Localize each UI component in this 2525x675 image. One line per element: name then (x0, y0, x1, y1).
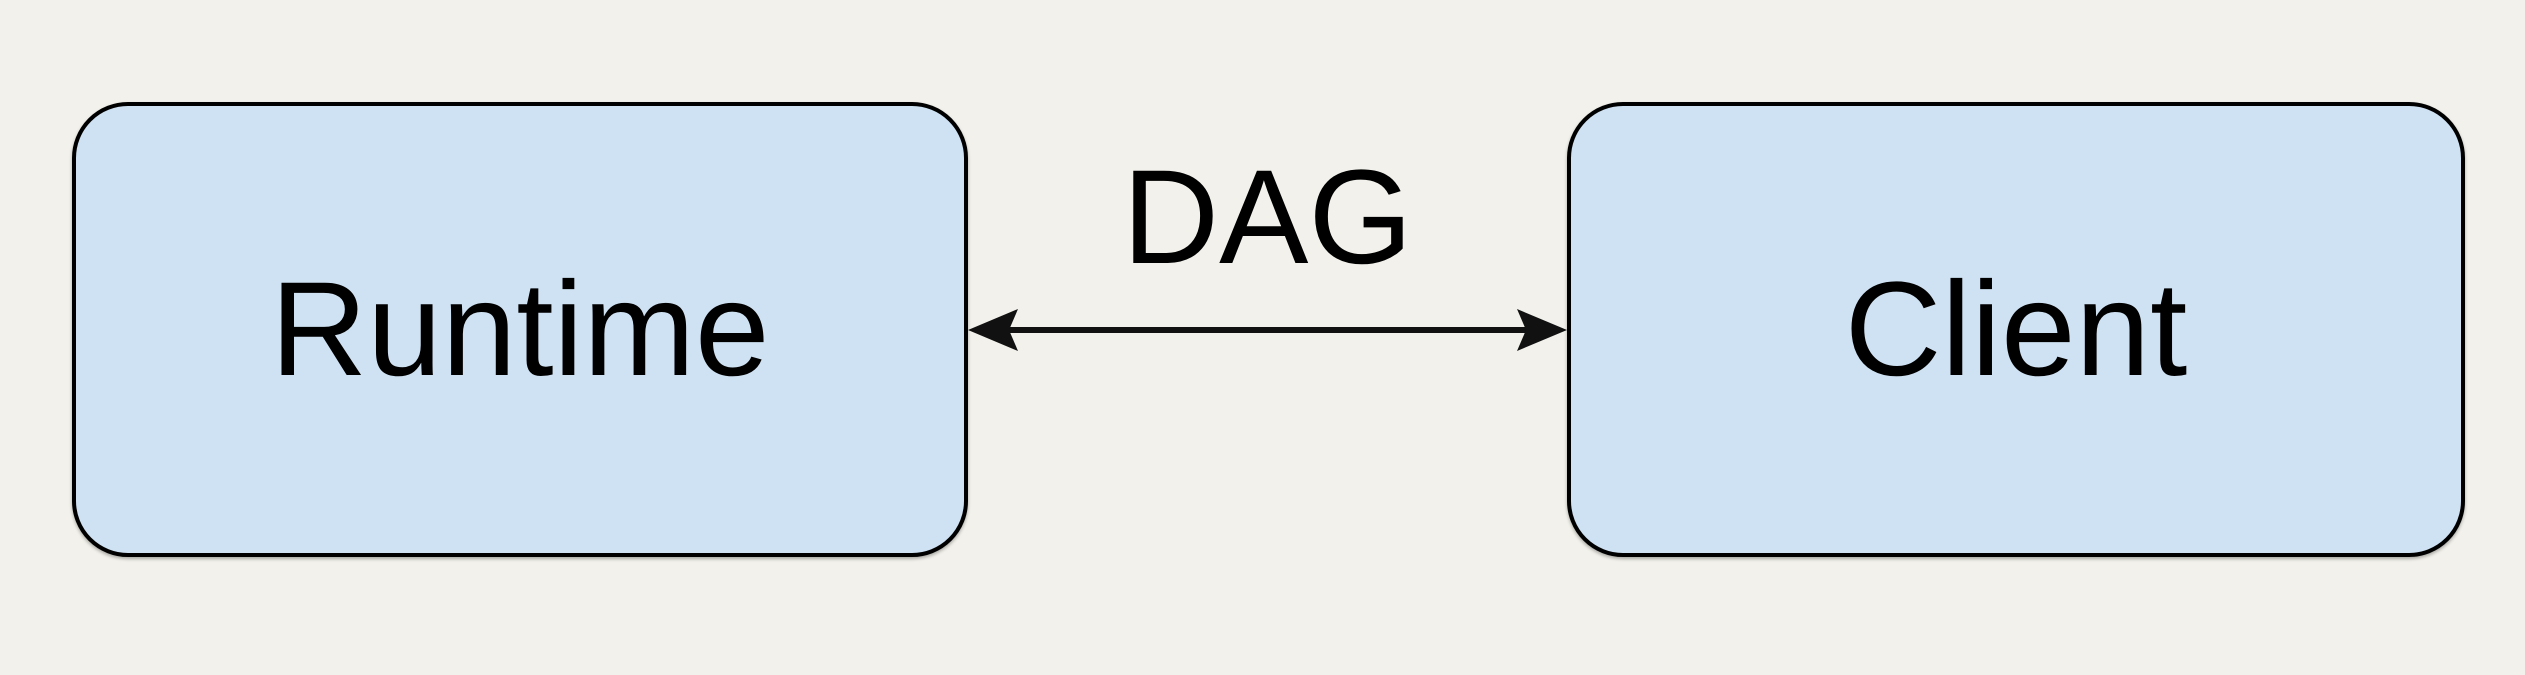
dag-edge-label: DAG (1122, 143, 1413, 292)
runtime-node-label: Runtime (270, 254, 770, 404)
client-node-label: Client (1844, 254, 2188, 404)
bidirectional-arrow (968, 309, 1567, 351)
client-node: Client (1567, 102, 2465, 557)
arrow-head-right-icon (1517, 309, 1567, 351)
runtime-node: Runtime (72, 102, 968, 557)
arrow-head-left-icon (968, 309, 1018, 351)
